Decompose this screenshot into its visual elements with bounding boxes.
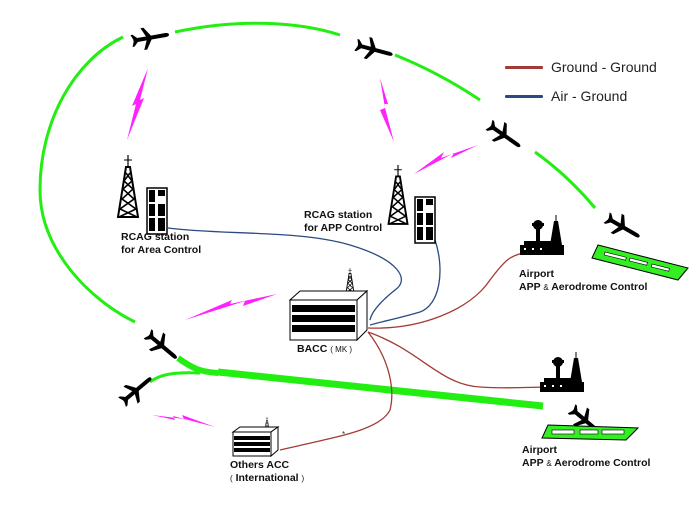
legend-label: Air - Ground [551, 88, 628, 104]
label-line: for Area Control [121, 244, 202, 256]
rcag-app-label: RCAG station for APP Control [304, 209, 382, 235]
label-line: APP & Aerodrome Control [522, 457, 650, 470]
ground-ground-links [279, 251, 549, 451]
runway-icon [541, 424, 640, 441]
legend-item-ground-ground: Ground - Ground [505, 59, 657, 75]
airplane-icon [129, 23, 171, 52]
label-line: RCAG station [121, 231, 190, 243]
radio-link-icon [380, 78, 394, 142]
others-acc-building-icon [231, 416, 280, 458]
label-sub: ( MK ) [330, 345, 353, 354]
label-line: for APP Control [304, 222, 383, 234]
airplane-icon [353, 34, 396, 66]
label-part: International [235, 472, 299, 484]
radio-link-icon [127, 68, 148, 140]
radio-tower-icon [117, 154, 139, 218]
label-name: BACC [297, 343, 328, 355]
label-part: ) [301, 474, 305, 483]
label-part: & [543, 283, 549, 292]
label-part: Aerodrome Control [551, 281, 648, 293]
radio-link-icon [185, 294, 277, 320]
label-part: APP [519, 281, 541, 293]
legend-label: Ground - Ground [551, 59, 657, 75]
rcag-area-label: RCAG station for Area Control [121, 231, 201, 257]
label-part: APP [522, 457, 544, 469]
airport-tower-icon [519, 214, 565, 256]
label-line: APP & Aerodrome Control [519, 281, 647, 294]
label-part: ( [230, 474, 233, 483]
airplane-icon [601, 208, 646, 247]
bacc-building-icon [288, 267, 369, 342]
equipment-cabinet-icon [414, 196, 436, 244]
radio-link-icon [152, 415, 215, 427]
label-line: Others ACC [230, 459, 290, 471]
radio-link-icon [414, 145, 478, 174]
bacc-label: BACC ( MK ) [297, 343, 352, 356]
legend-item-air-ground: Air - Ground [505, 88, 627, 104]
antenna-mark-icon: * [342, 430, 345, 439]
airport-tower-icon [539, 351, 585, 393]
airplane-icon [482, 115, 527, 156]
airport-top-label: Airport APP & Aerodrome Control [519, 268, 647, 294]
airport-bottom-label: Airport APP & Aerodrome Control [522, 444, 650, 470]
runway-icon [591, 244, 689, 281]
legend-swatch [505, 94, 543, 98]
others-acc-label: Others ACC ( International ) [230, 459, 304, 485]
label-line: Airport [522, 444, 557, 456]
air-ground-links [167, 227, 441, 326]
label-part: Aerodrome Control [554, 457, 651, 469]
equipment-cabinet-icon [146, 187, 168, 235]
label-line: RCAG station [304, 209, 373, 221]
radio-tower-icon [387, 164, 409, 225]
flight-path-loop [38, 21, 597, 410]
airplane-icon [115, 369, 159, 411]
label-line: ( International ) [230, 472, 304, 485]
label-line: Airport [519, 268, 554, 280]
legend-swatch [505, 65, 543, 69]
label-part: & [546, 459, 552, 468]
